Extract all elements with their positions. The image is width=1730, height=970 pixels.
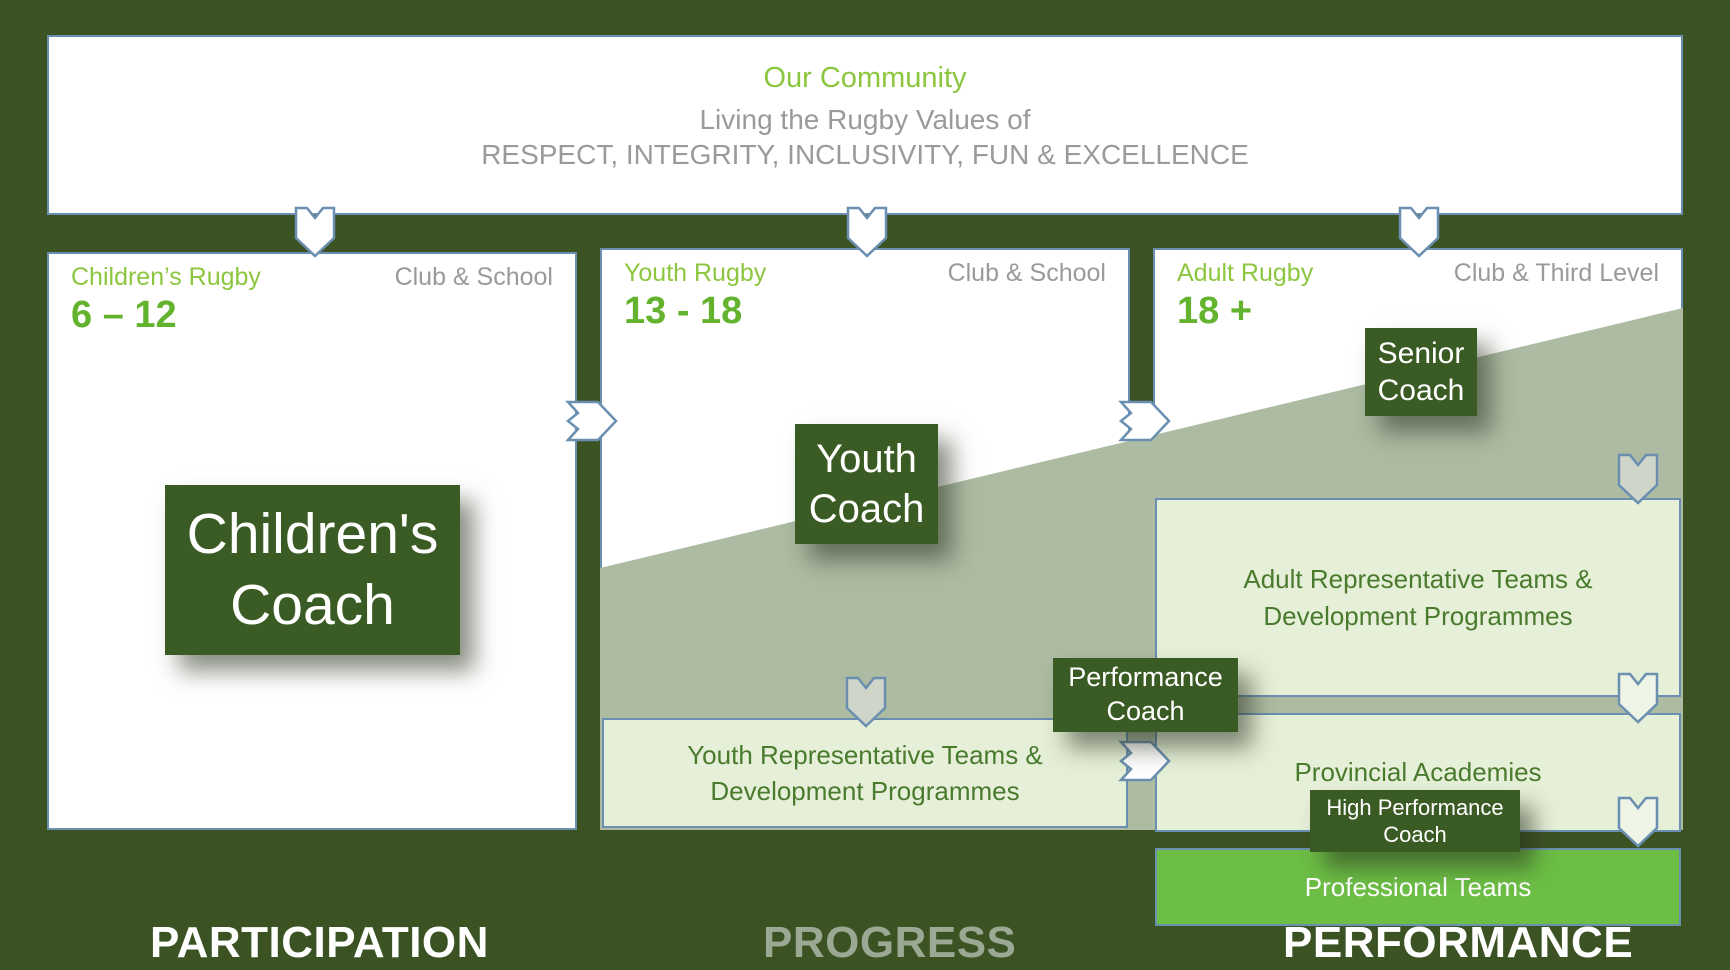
chip-youth-coach-line-1: Youth xyxy=(816,437,917,481)
stage-label-participation: PARTICIPATION xyxy=(150,918,489,967)
chip-senior-coach[interactable]: Senior Coach xyxy=(1365,328,1477,416)
chip-children-coach[interactable]: Children's Coach xyxy=(165,485,460,655)
category-context-youth: Club & School xyxy=(947,259,1106,287)
chip-senior-coach-line-2: Coach xyxy=(1377,374,1465,407)
panel-provincial-academies-label: Provincial Academies xyxy=(1294,757,1542,788)
chevron-down-icon-youth-to-youth-rep xyxy=(845,676,887,728)
community-banner-title: Our Community xyxy=(763,62,967,94)
chip-children-coach-line-2: Coach xyxy=(230,573,395,637)
chip-high-performance-coach[interactable]: High Performance Coach xyxy=(1310,790,1520,852)
panel-youth-rep-line-1: Youth Representative Teams & xyxy=(687,739,1043,770)
chevron-down-icon-banner-adult xyxy=(1398,206,1440,258)
panel-professional-teams-label: Professional Teams xyxy=(1304,871,1532,902)
stage-label-progress: PROGRESS xyxy=(763,918,1017,967)
community-banner-line-2: RESPECT, INTEGRITY, INCLUSIVITY, FUN & E… xyxy=(481,138,1249,170)
panel-adult-rep-line-2: Development Programmes xyxy=(1263,600,1573,631)
chevron-down-icon-adult-to-adult-rep xyxy=(1617,453,1659,505)
chip-high-performance-coach-line-1: High Performance xyxy=(1326,794,1504,820)
chip-children-coach-line-1: Children's xyxy=(186,501,439,566)
chevron-down-icon-banner-children xyxy=(294,206,336,258)
category-context-children: Club & School xyxy=(394,263,553,291)
chip-performance-coach[interactable]: Performance Coach xyxy=(1053,658,1238,732)
chevron-right-icon-youth-rep-to-provincial xyxy=(1118,740,1171,782)
chip-youth-coach[interactable]: Youth Coach xyxy=(795,424,938,544)
panel-professional-teams: Professional Teams xyxy=(1155,848,1681,926)
category-name-children: Children’s Rugby xyxy=(71,263,261,291)
community-banner-line-1: Living the Rugby Values of xyxy=(699,103,1031,135)
chevron-down-icon-provincial-to-professional xyxy=(1617,796,1659,848)
chip-high-performance-coach-line-2: Coach xyxy=(1383,822,1447,847)
chevron-down-icon-adult-rep-to-provincial xyxy=(1617,672,1659,724)
chip-senior-coach-line-1: Senior xyxy=(1377,336,1465,370)
column-header-children: Children’s Rugby 6 – 12 Club & School xyxy=(49,254,575,335)
stage-label-performance: PERFORMANCE xyxy=(1283,918,1634,967)
community-banner: Our Community Living the Rugby Values of… xyxy=(47,35,1683,215)
column-header-adult: Adult Rugby 18 + Club & Third Level xyxy=(1155,250,1681,331)
chevron-down-icon-banner-youth xyxy=(846,206,888,258)
category-name-youth: Youth Rugby xyxy=(624,259,767,287)
chip-performance-coach-line-2: Coach xyxy=(1106,696,1185,726)
category-age-children: 6 – 12 xyxy=(71,293,177,336)
category-name-adult: Adult Rugby xyxy=(1177,259,1314,287)
chip-youth-coach-line-2: Coach xyxy=(808,487,925,531)
category-context-adult: Club & Third Level xyxy=(1453,259,1659,287)
panel-adult-rep-line-1: Adult Representative Teams & xyxy=(1243,564,1593,595)
category-age-youth: 13 - 18 xyxy=(624,289,743,332)
chip-performance-coach-line-1: Performance xyxy=(1068,662,1223,693)
panel-youth-representative-teams: Youth Representative Teams & Development… xyxy=(602,718,1128,828)
column-header-youth: Youth Rugby 13 - 18 Club & School xyxy=(602,250,1128,331)
chevron-right-icon-youth-to-adult xyxy=(1118,400,1171,442)
panel-youth-rep-line-2: Development Programmes xyxy=(710,776,1020,806)
chevron-right-icon-children-to-youth xyxy=(565,400,618,442)
category-age-adult: 18 + xyxy=(1177,289,1253,332)
